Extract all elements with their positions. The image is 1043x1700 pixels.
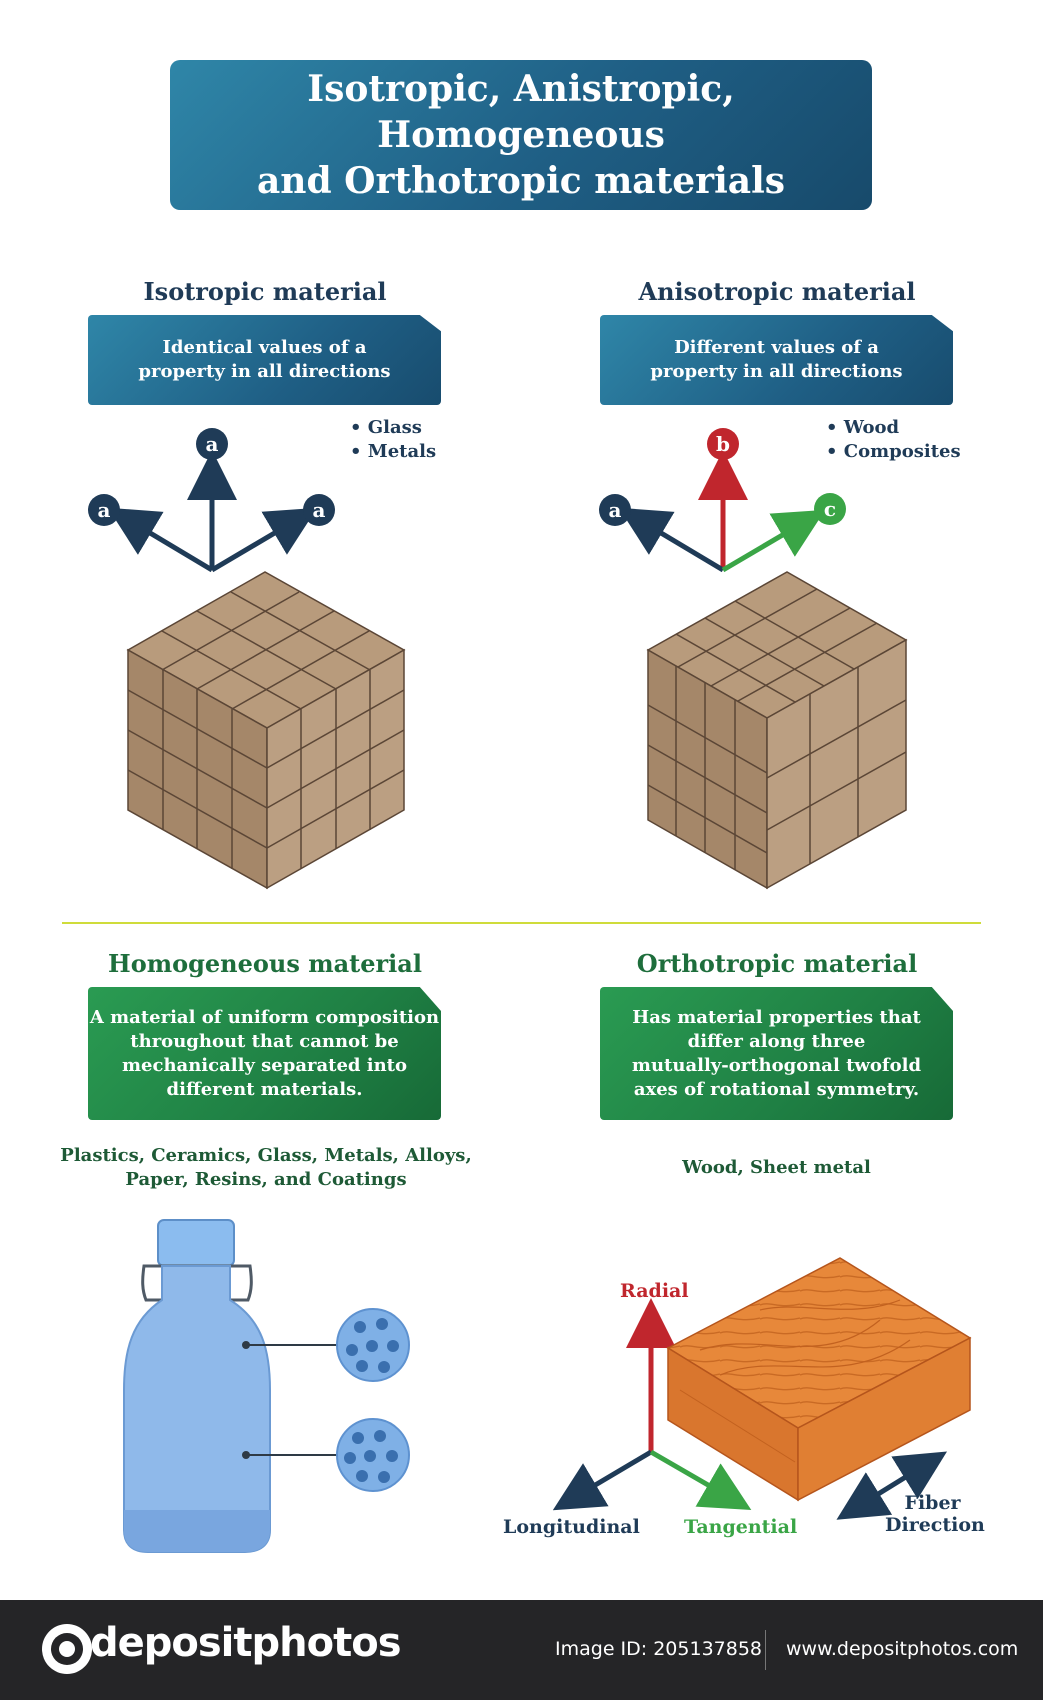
orthotropic-axes (552, 1298, 752, 1511)
homogeneous-examples: Plastics, Ceramics, Glass, Metals, Alloy… (48, 1144, 484, 1192)
isotropic-cube (126, 571, 406, 890)
isotropic-definition-line-2: property in all directions (138, 361, 391, 382)
orthotropic-definition-line-2: differ along three (687, 1030, 866, 1052)
axis-label-radial: Radial (620, 1280, 689, 1302)
main-title-box: Isotropic, Anistropic, Homogeneous and O… (170, 60, 872, 210)
orthotropic-definition-box: Has material properties that differ alon… (600, 987, 953, 1120)
isotropic-example-metals: Metals (350, 440, 436, 464)
isotropic-axes: a a a (88, 428, 335, 573)
orthotropic-definition-line-4: axes of rotational symmetry. (633, 1078, 920, 1100)
homogeneous-examples-line-1: Plastics, Ceramics, Glass, Metals, Alloy… (60, 1145, 472, 1166)
anisotropic-axis-left-badge: a (599, 494, 631, 526)
anisotropic-cube (646, 571, 908, 890)
footer-site: www.depositphotos.com (786, 1638, 1019, 1660)
top-illustrations: a a a b a (88, 428, 908, 890)
homogeneous-definition-line-1: A material of uniform composition (89, 1006, 440, 1028)
fiber-direction-arrow (836, 1451, 948, 1520)
orthotropic-definition-line-1: Has material properties that (632, 1006, 921, 1028)
homogeneous-title: Homogeneous material (108, 949, 422, 978)
footer-image-id: Image ID: 205137858 (555, 1638, 763, 1660)
svg-text:c: c (824, 497, 836, 521)
isotropic-examples: Glass Metals (350, 416, 436, 464)
anisotropic-examples: Wood Composites (826, 416, 961, 464)
section-divider (62, 922, 981, 924)
anisotropic-axis-up-badge: b (707, 428, 739, 460)
fiber-direction-label: Fiber Direction (885, 1492, 985, 1536)
anisotropic-example-composites: Composites (826, 440, 961, 464)
footer-brand: depositphotos (90, 1620, 402, 1666)
orthotropic-title: Orthotropic material (636, 949, 918, 978)
anisotropic-example-wood: Wood (826, 416, 961, 440)
svg-text:a: a (313, 498, 326, 522)
footer-separator (765, 1630, 766, 1670)
camera-logo-icon (42, 1624, 92, 1674)
anisotropic-definition-line-2: property in all directions (650, 361, 903, 382)
magnified-structure-1 (336, 1308, 410, 1382)
footer-bar (0, 1600, 1043, 1700)
svg-text:b: b (716, 432, 730, 456)
svg-text:a: a (98, 498, 111, 522)
isotropic-axis-right-badge: a (303, 494, 335, 526)
homogeneous-examples-line-2: Paper, Resins, and Coatings (125, 1169, 407, 1190)
orthotropic-examples: Wood, Sheet metal (682, 1157, 871, 1178)
fiber-direction-line-2: Direction (885, 1514, 985, 1536)
anisotropic-axis-right-badge: c (814, 493, 846, 525)
svg-text:a: a (206, 432, 219, 456)
main-title-line-2: and Orthotropic materials (256, 160, 786, 202)
orthotropic-definition-line-3: mutually-orthogonal twofold (631, 1054, 922, 1076)
fiber-direction-line-1: Fiber (904, 1492, 961, 1514)
glass-bottle (123, 1219, 339, 1553)
isotropic-example-glass: Glass (350, 416, 436, 440)
homogeneous-definition-line-4: different materials. (166, 1078, 363, 1100)
anisotropic-definition-line-1: Different values of a (674, 337, 879, 358)
anisotropic-definition-box: Different values of a property in all di… (600, 315, 953, 405)
main-title-line-1: Isotropic, Anistropic, Homogeneous (307, 68, 735, 156)
isotropic-definition-line-1: Identical values of a (162, 337, 367, 358)
anisotropic-title: Anisotropic material (638, 277, 916, 306)
isotropic-title: Isotropic material (143, 277, 387, 306)
bottom-illustrations (123, 1219, 972, 1553)
svg-text:a: a (609, 498, 622, 522)
magnified-structure-2 (336, 1418, 410, 1492)
anisotropic-axes: b a c (599, 428, 846, 573)
homogeneous-definition-box: A material of uniform composition throug… (88, 987, 441, 1120)
isotropic-axis-left-badge: a (88, 494, 120, 526)
isotropic-definition-box: Identical values of a property in all di… (88, 315, 441, 405)
isotropic-axis-up-badge: a (196, 428, 228, 460)
axis-label-tangential: Tangential (684, 1516, 798, 1538)
axis-label-longitudinal: Longitudinal (503, 1516, 640, 1538)
homogeneous-definition-line-2: throughout that cannot be (130, 1030, 399, 1052)
homogeneous-definition-line-3: mechanically separated into (121, 1054, 407, 1076)
